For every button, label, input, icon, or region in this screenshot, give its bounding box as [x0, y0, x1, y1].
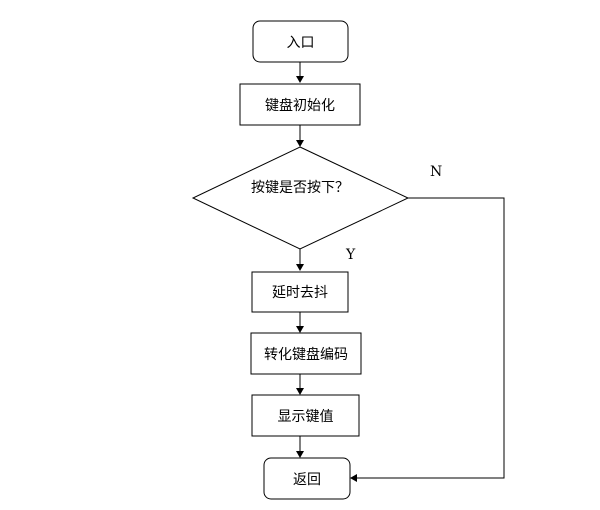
init-node: 键盘初始化	[239, 83, 361, 126]
arrowhead-icon	[296, 264, 304, 271]
return-node: 返回	[263, 457, 351, 500]
debounce-label: 延时去抖	[272, 285, 328, 301]
edge-label-no: N	[430, 164, 442, 180]
encode-label: 转化键盘编码	[264, 346, 348, 363]
decision-label: 按键是否按下？	[251, 180, 349, 196]
connector-encode-to-display	[296, 374, 304, 395]
display-node: 显示键值	[251, 394, 360, 437]
arrowhead-icon	[350, 474, 357, 482]
arrowhead-icon	[296, 326, 304, 333]
debounce-node: 延时去抖	[251, 271, 349, 313]
arrowhead-icon	[296, 451, 304, 458]
encode-node: 转化键盘编码	[250, 332, 362, 375]
return-label: 返回	[293, 472, 321, 488]
connector-decision-to-debounce	[296, 249, 304, 271]
arrowhead-icon	[296, 140, 304, 147]
arrowhead-icon	[296, 388, 304, 395]
connector-debounce-to-encode	[296, 312, 304, 333]
connector-init-to-decision	[296, 125, 304, 147]
connector-display-to-return	[296, 436, 304, 458]
init-label: 键盘初始化	[265, 97, 335, 114]
decision-node: 按键是否按下？	[191, 146, 410, 250]
arrowhead-icon	[296, 76, 304, 83]
connector-no-to-return	[350, 197, 505, 482]
entry-label: 入口	[287, 35, 315, 51]
display-label: 显示键值	[278, 409, 334, 425]
entry-node: 入口	[252, 20, 349, 63]
connector-entry-to-init	[296, 62, 304, 83]
edge-label-yes: Y	[345, 247, 356, 263]
